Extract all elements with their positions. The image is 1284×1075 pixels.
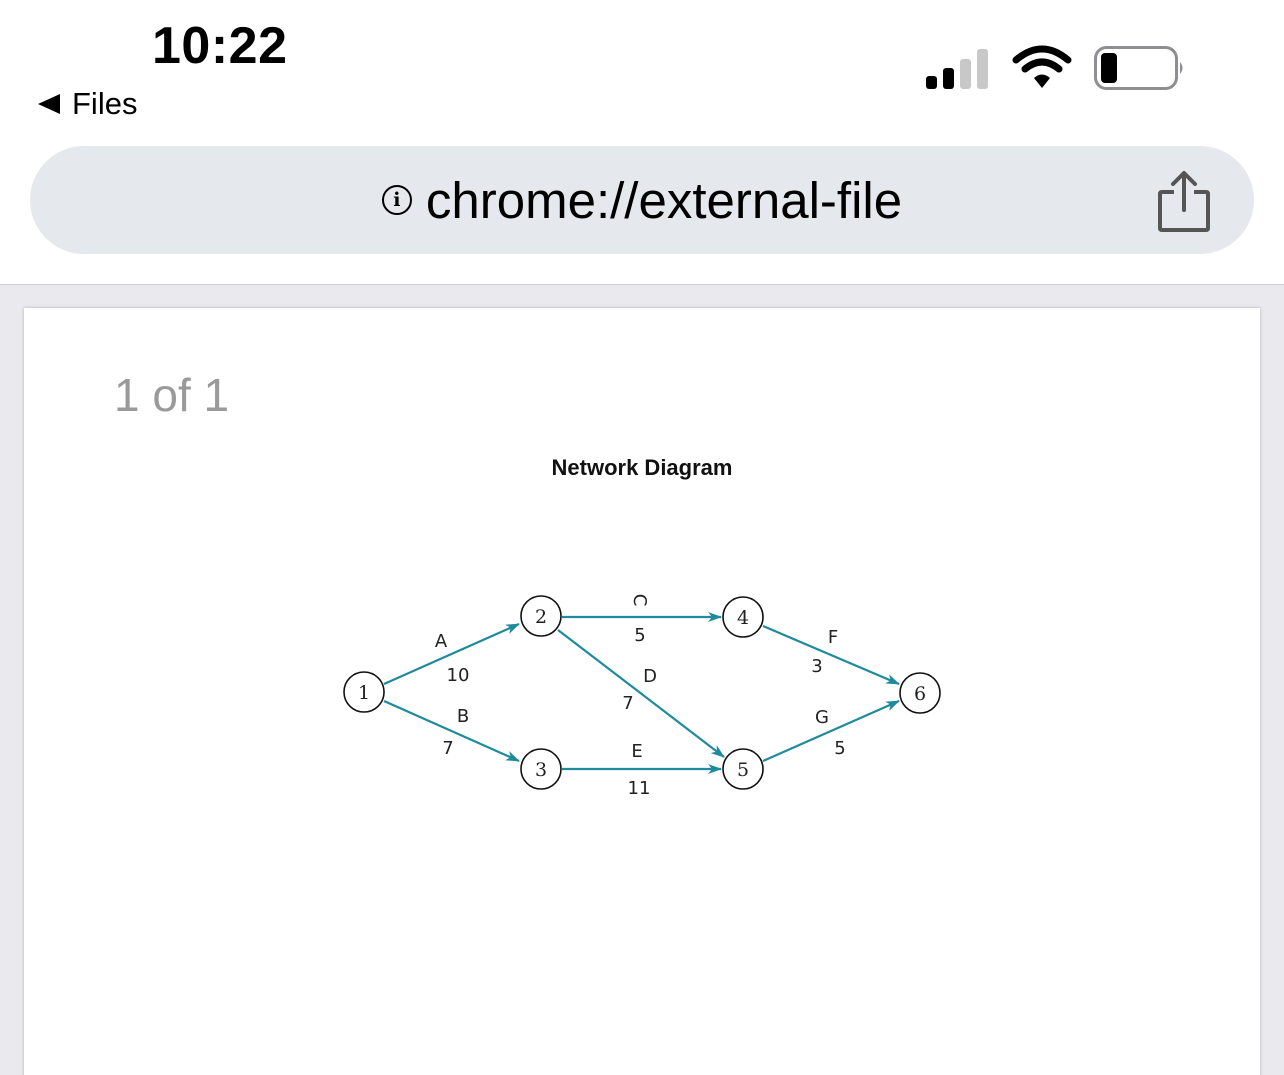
- node-3: 3: [520, 748, 562, 790]
- url-content: i chrome://external-file: [30, 146, 1254, 254]
- edge-d-activity: D: [643, 666, 657, 687]
- edge-e-duration: 11: [628, 778, 651, 799]
- cellular-signal-icon: [926, 47, 992, 89]
- edge-d: [557, 629, 725, 758]
- svg-text:2: 2: [535, 606, 547, 628]
- edges: [383, 612, 900, 774]
- edge-a: [383, 622, 520, 686]
- edge-g-activity: G: [815, 707, 829, 728]
- edge-e-activity: E: [631, 741, 642, 762]
- info-icon[interactable]: i: [381, 185, 412, 215]
- node-2: 2: [520, 595, 562, 637]
- edge-b-activity: B: [457, 706, 469, 727]
- back-label: Files: [72, 86, 138, 121]
- page-indicator: 1 of 1: [114, 369, 230, 421]
- svg-text:1: 1: [358, 682, 370, 704]
- back-arrow-icon: [38, 94, 60, 114]
- diagram-title: Network Diagram: [551, 455, 733, 480]
- share-button[interactable]: [1154, 168, 1214, 234]
- edge-a-duration: 10: [447, 665, 470, 686]
- svg-text:5: 5: [737, 759, 749, 781]
- edge-c-activity: C: [629, 594, 650, 607]
- edge-a-activity: A: [435, 631, 448, 652]
- url-text: chrome://external-file: [425, 171, 903, 229]
- network-diagram: 1 2 3 4 5 6 A 10 B 7 C 5 D 7 E: [343, 594, 941, 799]
- node-5: 5: [722, 748, 764, 790]
- edge-c-duration: 5: [634, 625, 645, 646]
- svg-text:6: 6: [914, 683, 926, 705]
- edge-f-duration: 3: [811, 656, 822, 677]
- document-page: [24, 308, 1260, 1075]
- edge-d-duration: 7: [622, 693, 633, 714]
- edge-b-duration: 7: [442, 738, 453, 759]
- node-1: 1: [343, 671, 385, 713]
- edge-g: [762, 699, 900, 763]
- edge-f: [762, 624, 900, 686]
- status-time: 10:22: [152, 17, 288, 75]
- svg-text:3: 3: [535, 759, 547, 781]
- share-icon: [1158, 171, 1210, 232]
- wifi-icon: [1012, 45, 1072, 88]
- node-4: 4: [722, 596, 764, 638]
- battery-icon: [1094, 46, 1183, 90]
- back-to-files-link[interactable]: Files: [38, 86, 137, 122]
- edge-f-activity: F: [828, 627, 838, 648]
- svg-text:4: 4: [737, 607, 749, 629]
- edge-g-duration: 5: [834, 738, 845, 759]
- edge-b: [383, 699, 520, 763]
- address-bar[interactable]: i chrome://external-file: [30, 146, 1254, 254]
- node-6: 6: [899, 672, 941, 714]
